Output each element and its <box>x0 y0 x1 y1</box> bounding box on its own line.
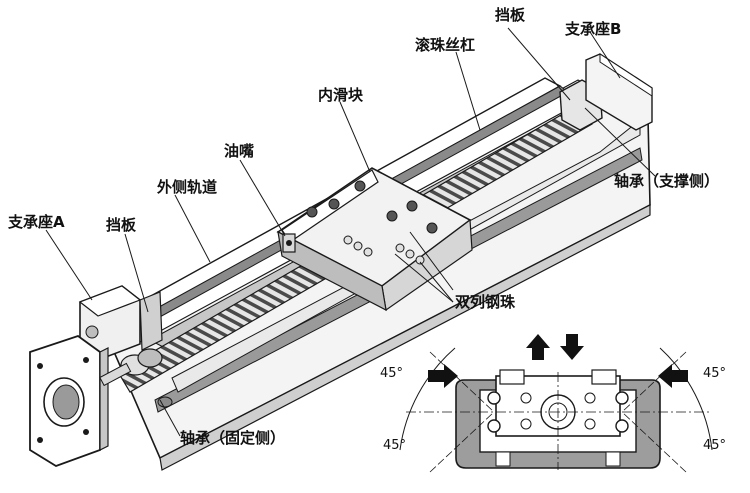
arrow-right-icon <box>428 364 458 388</box>
label-bracket-top: 挡板 <box>495 6 526 24</box>
label-outer-rail: 外侧轨道 <box>157 178 218 196</box>
fixed-bearing <box>99 348 173 408</box>
end-bracket-a <box>139 291 163 351</box>
label-bearing-support: 轴承（支撑侧） <box>614 172 720 190</box>
arrow-down-icon <box>560 334 584 360</box>
cross-section-view <box>399 347 713 473</box>
label-support-a: 支承座A <box>8 213 65 231</box>
support-block-b <box>585 53 653 131</box>
angle-bottom-left: 45° <box>383 438 407 453</box>
grease-nipple <box>282 233 296 253</box>
leader-lines <box>45 27 656 437</box>
label-double-row-balls: 双列钢珠 <box>455 293 516 311</box>
label-ball-screw: 滚珠丝杠 <box>415 36 476 54</box>
load-arrows <box>428 334 688 388</box>
label-inner-slider: 内滑块 <box>318 86 364 104</box>
label-grease-nipple: 油嘴 <box>224 142 255 160</box>
angle-top-left: 45° <box>380 366 404 381</box>
inner-slider <box>276 167 473 312</box>
angle-top-right: 45° <box>703 366 727 381</box>
motor-flange <box>29 334 109 467</box>
label-bearing-fixed: 轴承（固定侧） <box>180 429 286 447</box>
arrow-up-icon <box>526 334 550 360</box>
label-bracket-left: 挡板 <box>106 216 137 234</box>
support-block-a <box>78 285 142 361</box>
angle-bottom-right: 45° <box>703 438 727 453</box>
arrow-left-icon <box>658 364 688 388</box>
label-support-b: 支承座B <box>565 20 622 38</box>
